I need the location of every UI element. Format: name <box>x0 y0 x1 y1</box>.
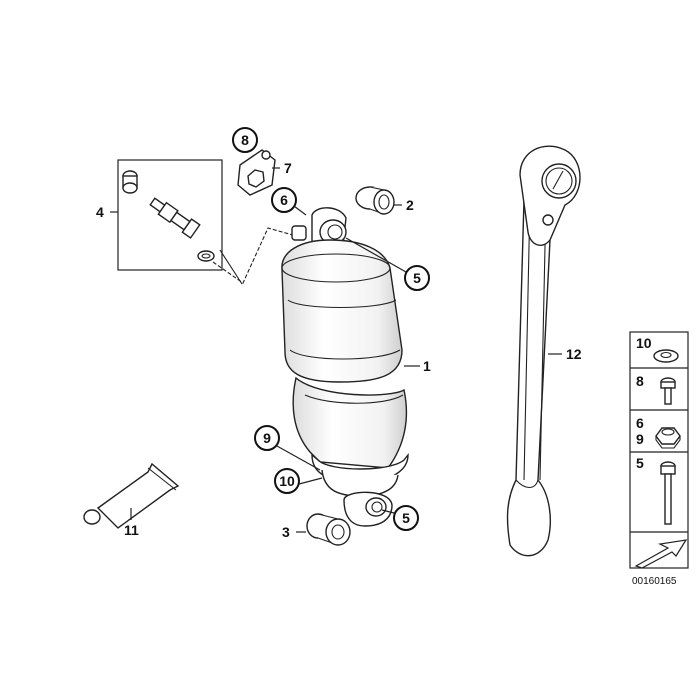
washer-icon <box>653 349 679 363</box>
fastener-legend-table: 10 8 6 9 5 <box>629 331 689 569</box>
valve-insert-part <box>149 197 201 239</box>
callout-5-upper: 5 <box>413 270 421 286</box>
callout-7: 7 <box>284 160 292 176</box>
callout-4: 4 <box>96 204 104 220</box>
short-screw-icon <box>660 377 676 405</box>
callout-6-circle <box>271 187 297 213</box>
callout-8-circle <box>232 127 258 153</box>
callout-2: 2 <box>406 197 414 213</box>
long-bolt-icon <box>660 461 676 525</box>
callout-12: 12 <box>566 346 582 362</box>
legend-row-8-label: 8 <box>636 373 644 389</box>
callout-5a-circle <box>404 265 430 291</box>
legend-row-10-label: 10 <box>636 335 652 351</box>
callout-11: 11 <box>124 522 139 538</box>
air-spring-strut-part[interactable] <box>281 207 409 527</box>
upper-bushing-part[interactable] <box>355 186 395 215</box>
callout-5b-circle <box>393 505 419 531</box>
nut-icon <box>655 427 681 449</box>
callout-9-circle <box>254 425 280 451</box>
legend-row-9-label: 9 <box>636 431 644 447</box>
grease-tube-part[interactable] <box>83 462 180 529</box>
lower-bushing-part[interactable] <box>306 513 351 546</box>
callout-1: 1 <box>423 358 431 374</box>
callout-8: 8 <box>241 132 249 148</box>
legend-row-5-label: 5 <box>636 455 644 471</box>
callout-10-circle <box>274 468 300 494</box>
o-ring-part <box>197 250 215 262</box>
pressure-gauge-tool-part[interactable] <box>506 145 581 557</box>
callout-3: 3 <box>282 524 290 540</box>
valve-kit-group[interactable] <box>117 159 223 271</box>
callout-5-lower: 5 <box>402 510 410 526</box>
callout-10: 10 <box>279 473 295 489</box>
callout-9: 9 <box>263 430 271 446</box>
callout-6: 6 <box>280 192 288 208</box>
mounting-bracket-part[interactable] <box>237 149 276 196</box>
legend-row-6-label: 6 <box>636 415 644 431</box>
valve-cap-part <box>122 170 138 194</box>
diagram-id: 00160165 <box>632 576 677 587</box>
direction-arrow-icon <box>634 539 688 569</box>
